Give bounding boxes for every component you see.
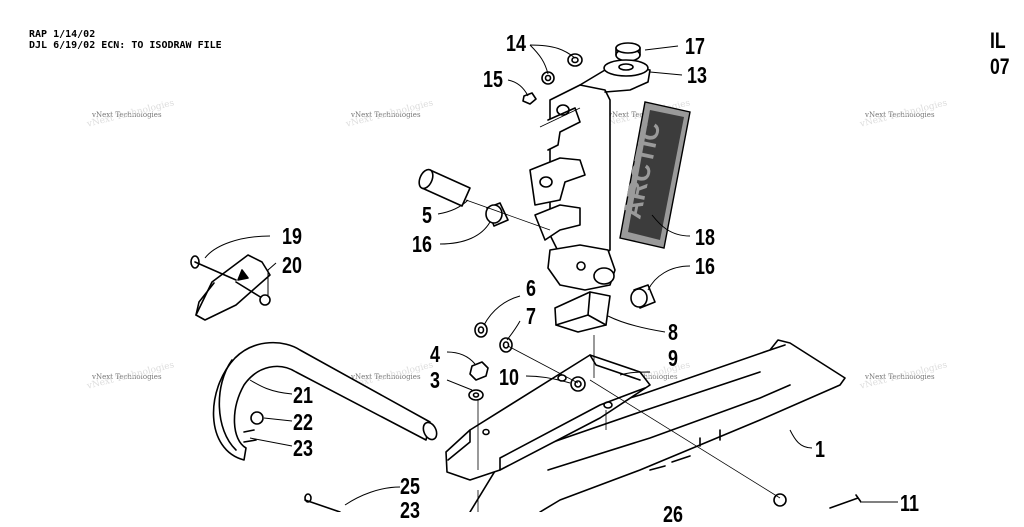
nut-part [469, 361, 489, 381]
cap-plug-part [603, 42, 649, 77]
callout-6: 6 [526, 275, 536, 301]
callout-9: 9 [668, 345, 678, 371]
callout-11: 11 [900, 490, 919, 516]
nut-part [522, 92, 537, 105]
assembly-lines [465, 107, 781, 512]
callout-7: 7 [526, 303, 536, 329]
decal-part: ARCTIC [617, 101, 691, 249]
rod-part [418, 168, 471, 207]
callout-22: 22 [293, 409, 313, 435]
clip-part [243, 429, 257, 443]
callout-21: 21 [293, 382, 313, 408]
leader-lines [204, 44, 898, 506]
spindle-knuckle [547, 244, 616, 291]
callout-4: 4 [430, 341, 440, 367]
plug-part [250, 411, 264, 425]
ski-part [469, 339, 846, 512]
drawing-code: IL 07 [990, 28, 1010, 79]
revision-note-2: DJL 6/19/02 ECN: TO ISODRAW FILE [29, 40, 222, 51]
bushing-part [630, 284, 656, 309]
callout-14: 14 [506, 30, 526, 56]
bolt-part [829, 494, 862, 509]
exploded-parts-diagram: ARCTIC [190, 42, 898, 512]
callout-10: 10 [499, 364, 519, 390]
spindle-column [529, 66, 651, 259]
callout-26: 26 [663, 501, 683, 527]
washer-part [468, 389, 484, 401]
ski-handle-part [212, 341, 438, 461]
callout-3: 3 [430, 367, 440, 393]
callout-15: 15 [483, 66, 503, 92]
bolt-part [304, 499, 341, 512]
washer-part [570, 376, 586, 392]
revision-note-1: RAP 1/14/02 [29, 29, 96, 40]
callout-18: 18 [695, 224, 715, 250]
callout-13: 13 [687, 62, 707, 88]
callout-23: 23 [293, 435, 313, 461]
callout-8: 8 [668, 319, 678, 345]
wedge-block-part [554, 291, 611, 333]
callout-16: 16 [695, 253, 715, 279]
callout-19: 19 [282, 223, 302, 249]
callout-25: 25 [400, 473, 420, 499]
saddle-plate [445, 354, 651, 481]
bracket-part [190, 254, 271, 321]
callout-1: 1 [815, 436, 825, 462]
washer-part [474, 322, 488, 338]
washer-part [499, 337, 513, 353]
callout-16: 16 [412, 231, 432, 257]
callout-20: 20 [282, 252, 302, 278]
washer-part [567, 53, 583, 67]
bushing-part [485, 202, 509, 227]
washer-part [541, 71, 555, 85]
callout-5: 5 [422, 202, 432, 228]
callout-17: 17 [685, 33, 705, 59]
callout-23: 23 [400, 497, 420, 523]
